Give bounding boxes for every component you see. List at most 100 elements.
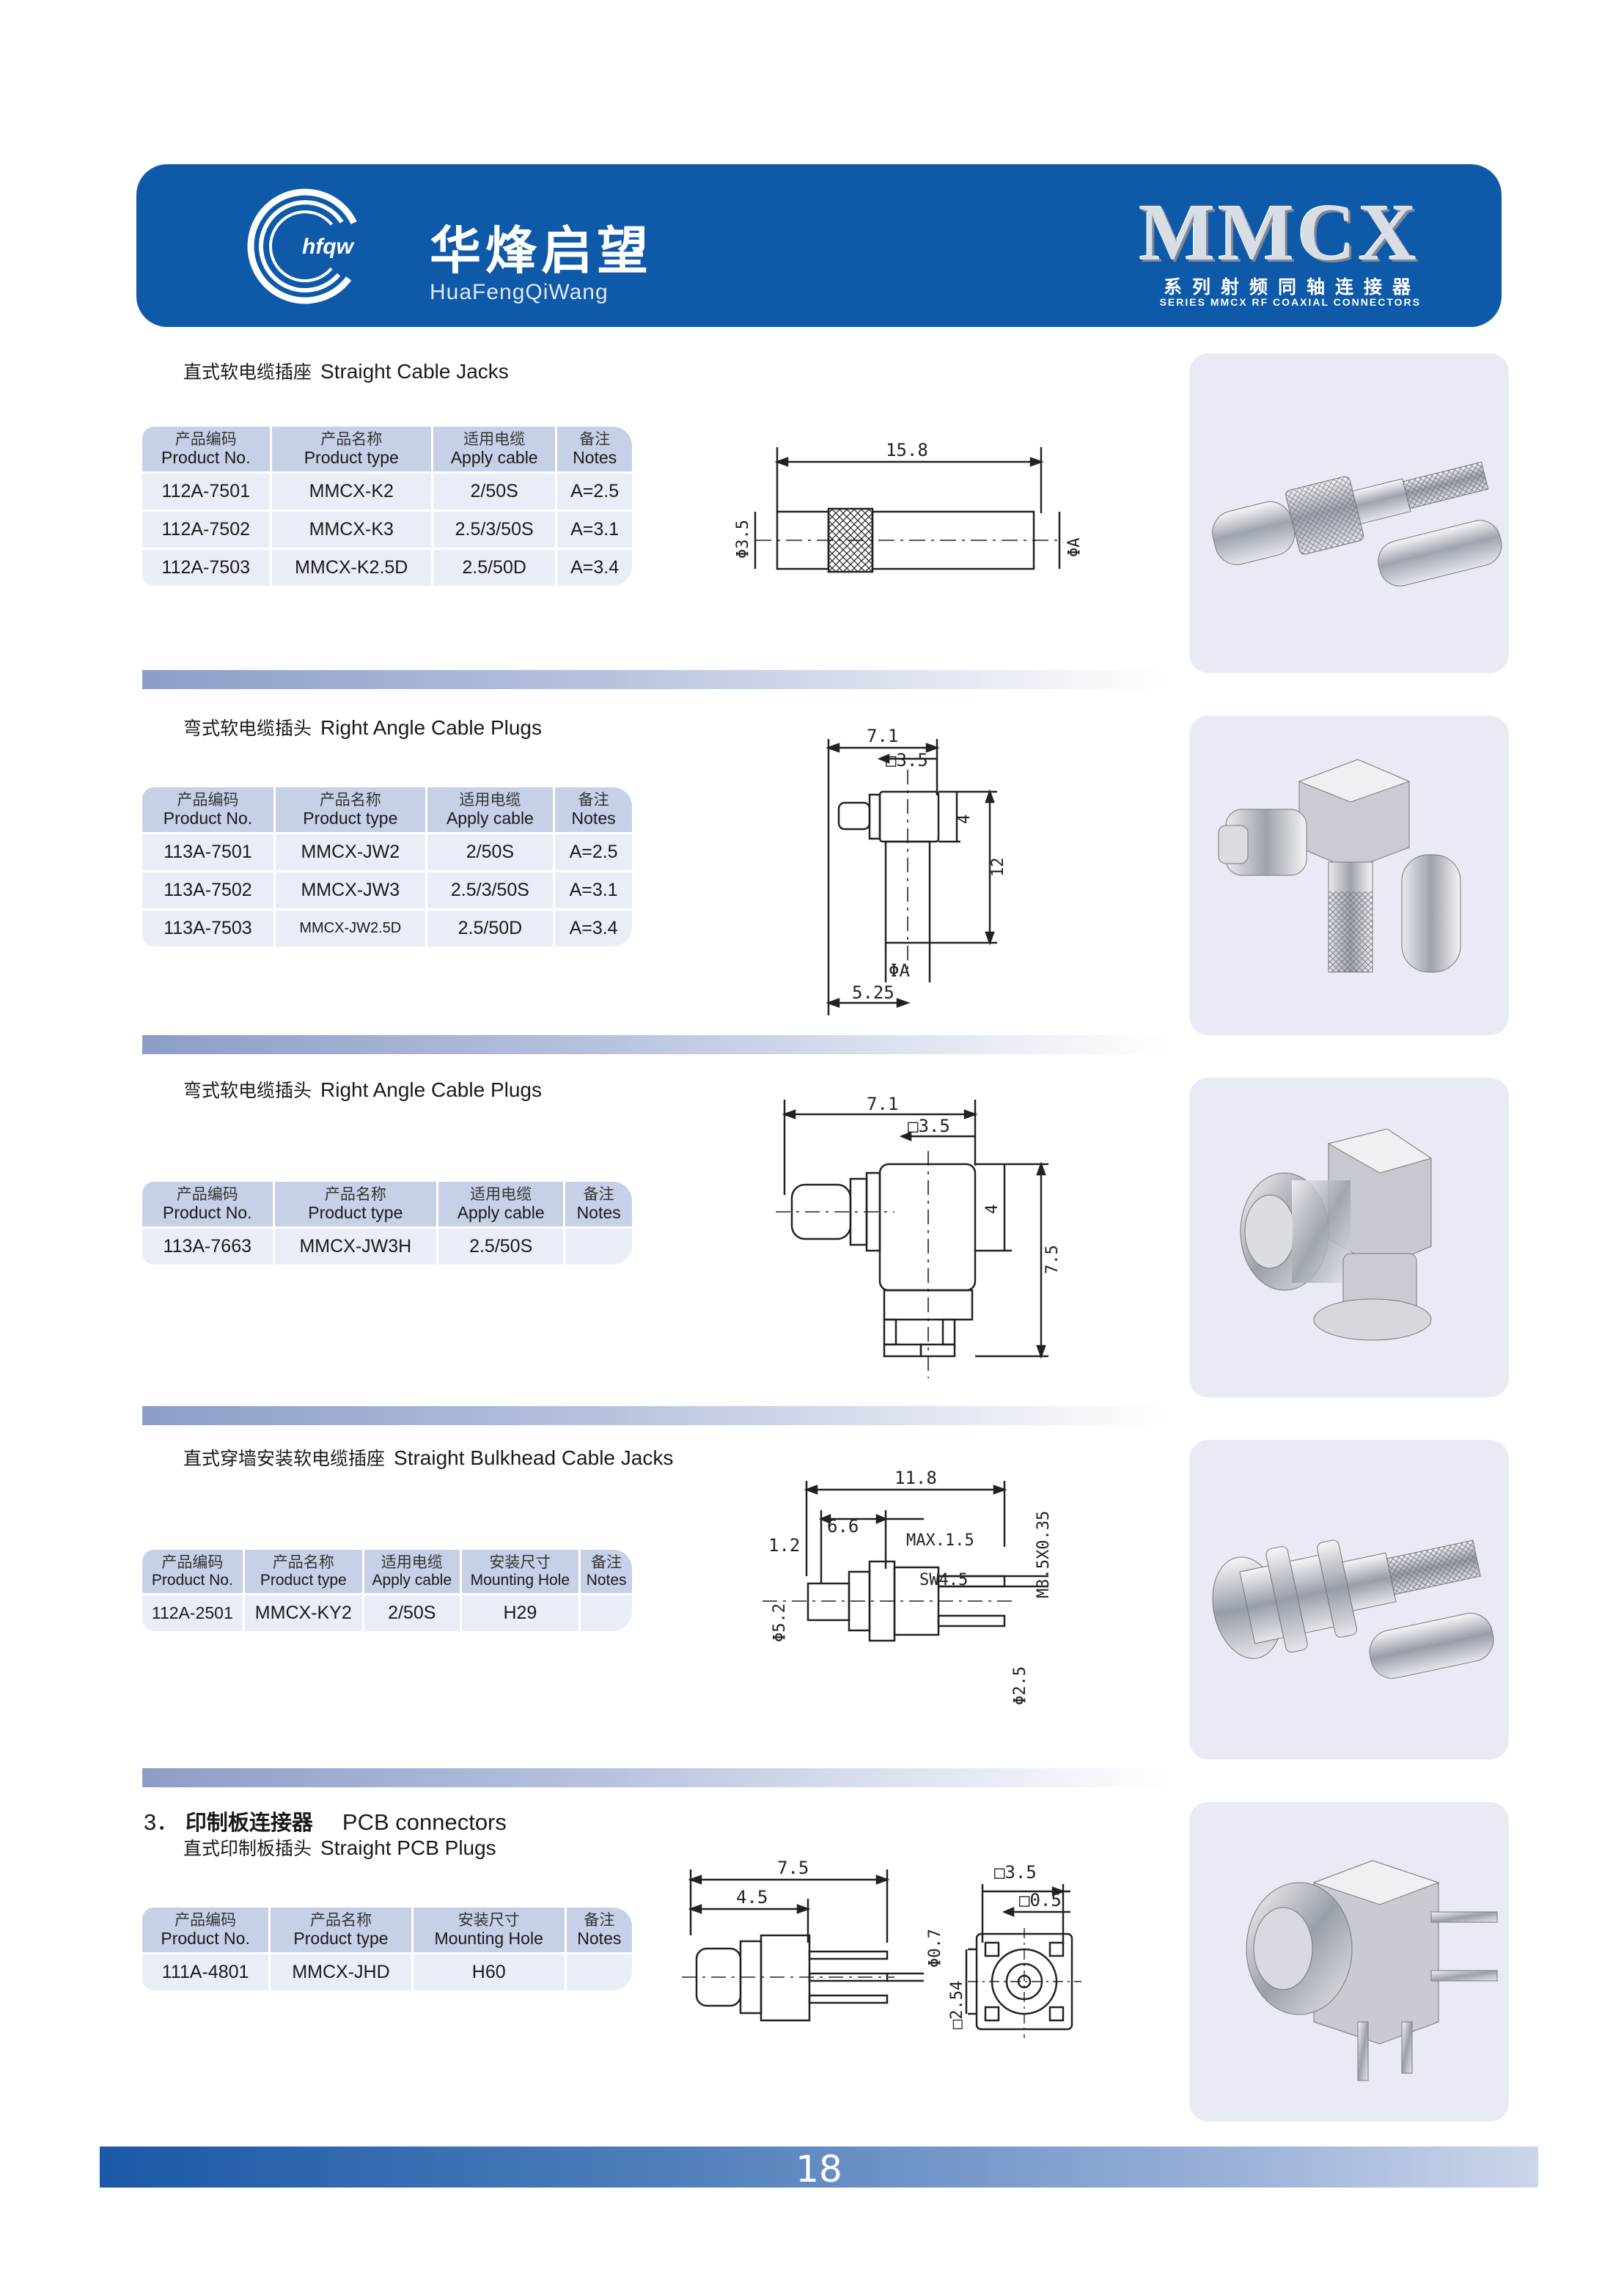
brand-name-cn: 华烽启望 — [430, 221, 653, 281]
notes: A=3.4 — [557, 548, 632, 586]
svg-text:5.25: 5.25 — [852, 982, 894, 1003]
svg-text:Φ5.2: Φ5.2 — [771, 1603, 789, 1642]
straight-cable-jack-photo-icon — [1212, 461, 1502, 586]
svg-text:7.5: 7.5 — [777, 1858, 809, 1878]
product-type: MMCX-JW3 — [275, 870, 427, 909]
apply-cable: 2.5/50D — [427, 908, 556, 947]
technical-drawing: 7.1 □3.5 4 12 ΦA 5.25 — [826, 726, 1007, 1015]
notes — [566, 1952, 632, 1991]
svg-text:□0.5: □0.5 — [1019, 1890, 1062, 1910]
product-type: MMCX-K3 — [271, 510, 433, 548]
series-subtitle-en: SERIES MMCX RF COAXIAL CONNECTORS — [1159, 296, 1421, 308]
product-no: 112A-7501 — [142, 471, 272, 510]
notes: A=2.5 — [557, 471, 632, 510]
apply-cable: 2.5/3/50S — [427, 870, 556, 909]
notes — [581, 1593, 632, 1632]
product-no: 113A-7503 — [142, 908, 276, 947]
svg-text:4: 4 — [955, 814, 974, 824]
product-type: MMCX-KY2 — [244, 1593, 364, 1632]
straight-bulkhead-cable-jack-photo-icon — [1212, 1540, 1494, 1679]
svg-text:□2.54: □2.54 — [948, 1981, 966, 2029]
product-no: 111A-4801 — [142, 1952, 271, 1991]
product-no: 113A-7501 — [142, 832, 276, 871]
page-footer: 18 — [100, 2147, 1538, 2190]
product-no: 112A-7502 — [142, 510, 272, 548]
svg-text:4: 4 — [983, 1204, 1002, 1214]
svg-text:7.1: 7.1 — [867, 1094, 898, 1114]
product-type: MMCX-K2.5D — [271, 548, 433, 586]
svg-text:4.5: 4.5 — [736, 1887, 768, 1908]
svg-text:6.6: 6.6 — [827, 1516, 859, 1537]
product-photo-panel — [1189, 716, 1509, 1035]
svg-text:ΦA: ΦA — [889, 960, 910, 981]
notes: A=3.1 — [555, 870, 632, 909]
product-no: 112A-7503 — [142, 548, 272, 586]
product-photo-panel — [1189, 353, 1509, 673]
product-type: MMCX-JW3H — [274, 1226, 439, 1265]
technical-drawing: 15.8 Φ3.5 ΦA — [734, 440, 1084, 573]
technical-drawing: 7.5 4.5 Φ0.7 □3.5 □0.5 □2.54 — [682, 1858, 1081, 2038]
svg-text:12: 12 — [989, 858, 1007, 878]
svg-text:ΦA: ΦA — [1065, 538, 1084, 558]
table-row: 113A-7502 MMCX-JW3 2.5/3/50S A=3.1 — [142, 870, 632, 909]
svg-text:7.5: 7.5 — [1043, 1245, 1062, 1274]
series-subtitle-cn: 系列射频同轴连接器 — [1163, 277, 1421, 298]
apply-cable: 2/50S — [427, 832, 556, 871]
technical-drawing: 7.1 □3.5 4 7.5 — [776, 1094, 1062, 1378]
section-divider — [142, 1406, 1169, 1425]
right-angle-plug-pcb-photo-icon — [1240, 1128, 1433, 1341]
svg-text:Φ2.5: Φ2.5 — [1011, 1666, 1029, 1705]
svg-text:7.1: 7.1 — [867, 726, 898, 746]
table-row: 112A-7503 MMCX-K2.5D 2.5/50D A=3.4 — [142, 548, 632, 586]
svg-text:□3.5: □3.5 — [994, 1862, 1037, 1883]
section-divider — [142, 1768, 1169, 1787]
mounting-hole: H29 — [461, 1593, 581, 1632]
brand-name-en: HuaFengQiWang — [430, 280, 609, 304]
table-row: 111A-4801 MMCX-JHD H60 — [142, 1952, 632, 1991]
notes: A=2.5 — [555, 832, 632, 871]
svg-text:□3.5: □3.5 — [886, 750, 928, 770]
apply-cable: 2.5/3/50S — [433, 510, 558, 548]
table-row: 113A-7663 MMCX-JW3H 2.5/50S — [142, 1226, 632, 1265]
product-no: 113A-7502 — [142, 870, 276, 909]
notes — [565, 1226, 632, 1265]
product-photo-panel — [1189, 1440, 1509, 1759]
product-type: MMCX-JW2 — [275, 832, 427, 871]
product-type: MMCX-K2 — [271, 471, 433, 510]
svg-text:1.2: 1.2 — [768, 1535, 800, 1556]
series-title: MMCX — [1139, 188, 1419, 277]
svg-text:M3.5X0.35: M3.5X0.35 — [1035, 1511, 1053, 1598]
table-row: 112A-7502 MMCX-K3 2.5/3/50S A=3.1 — [142, 510, 632, 548]
table-row: 113A-7503 MMCX-JW2.5D 2.5/50D A=3.4 — [142, 908, 632, 947]
company-logo-icon: hfqw — [247, 188, 364, 304]
product-type: MMCX-JHD — [271, 1952, 414, 1991]
apply-cable: 2/50S — [433, 471, 558, 510]
product-photo-panel — [1189, 1078, 1509, 1397]
svg-text:□3.5: □3.5 — [908, 1116, 950, 1136]
svg-text:Φ3.5: Φ3.5 — [734, 520, 752, 559]
svg-text:Φ0.7: Φ0.7 — [926, 1929, 944, 1968]
table-row: 112A-7501 MMCX-K2 2/50S A=2.5 — [142, 471, 632, 510]
right-angle-cable-plug-photo-icon — [1218, 759, 1461, 973]
section-divider — [142, 1035, 1169, 1054]
